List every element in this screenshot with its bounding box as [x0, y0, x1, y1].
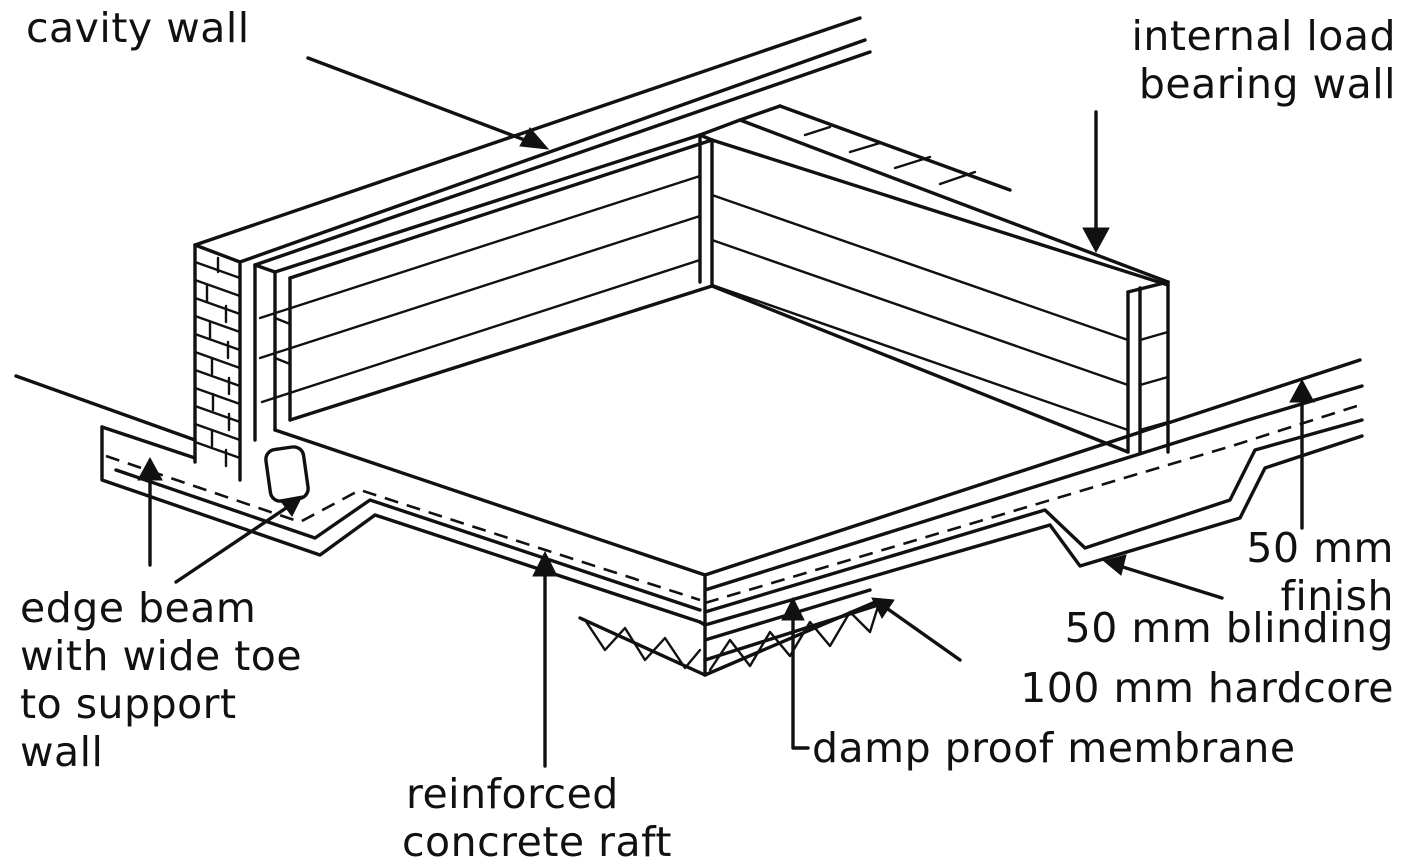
leader-raft — [532, 550, 558, 768]
label-internal-line-1: internal load — [1131, 12, 1396, 60]
label-edge-beam: edge beam with wide toe to support wall — [20, 584, 302, 776]
label-finish-line-2: finish — [1280, 572, 1394, 620]
label-cavity-wall: cavity wall — [26, 4, 250, 52]
label-edge-beam-line-3: to support — [20, 680, 237, 728]
label-hardcore: 100 mm hardcore — [1020, 664, 1394, 712]
label-raft-line-1: reinforced — [406, 770, 619, 818]
leader-finish — [1289, 378, 1315, 530]
label-raft-line-2: concrete raft — [402, 818, 672, 866]
ground-line — [14, 374, 197, 442]
label-blinding: 50 mm blinding — [1064, 604, 1394, 652]
label-finish-line-1: 50 mm — [1246, 524, 1394, 572]
leader-dpm — [781, 596, 810, 750]
leader-cavity-wall — [306, 56, 550, 150]
leader-internal-wall — [1082, 110, 1110, 254]
raft-slab-drawing — [100, 284, 1364, 677]
label-finish: 50 mm finish — [1246, 524, 1394, 620]
leader-edge-beam-vertical — [137, 456, 163, 567]
label-edge-beam-line-1: edge beam — [20, 584, 257, 632]
leader-hardcore — [871, 597, 962, 662]
label-edge-beam-line-4: wall — [20, 728, 104, 776]
leader-edge-beam — [174, 495, 303, 584]
label-internal-line-2: bearing wall — [1138, 60, 1396, 108]
edge-beam-rebar-shape — [264, 445, 310, 503]
label-reinforced-concrete-raft: reinforced concrete raft — [402, 770, 672, 866]
label-damp-proof-membrane: damp proof membrane — [812, 724, 1296, 772]
label-edge-beam-line-2: with wide toe — [20, 632, 303, 680]
label-internal-load-bearing-wall: internal load bearing wall — [1132, 12, 1396, 108]
inner-wall-left — [258, 133, 714, 432]
cavity-wall-drawing — [193, 16, 872, 482]
leader-blinding — [1102, 554, 1224, 600]
internal-load-bearing-wall-drawing — [698, 104, 1170, 454]
